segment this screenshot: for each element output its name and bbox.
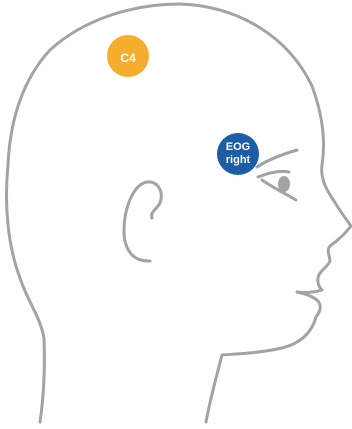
ear [124, 182, 161, 261]
electrode-eog-right: EOG right [217, 133, 259, 175]
eog-label-line-2: right [226, 154, 251, 166]
eyebrow [257, 150, 297, 167]
electrode-c4: C4 [107, 35, 149, 77]
eog-label-line-1: EOG [226, 141, 250, 153]
head-outline [7, 4, 352, 422]
eye-iris [278, 176, 290, 192]
c4-label: C4 [120, 51, 136, 65]
